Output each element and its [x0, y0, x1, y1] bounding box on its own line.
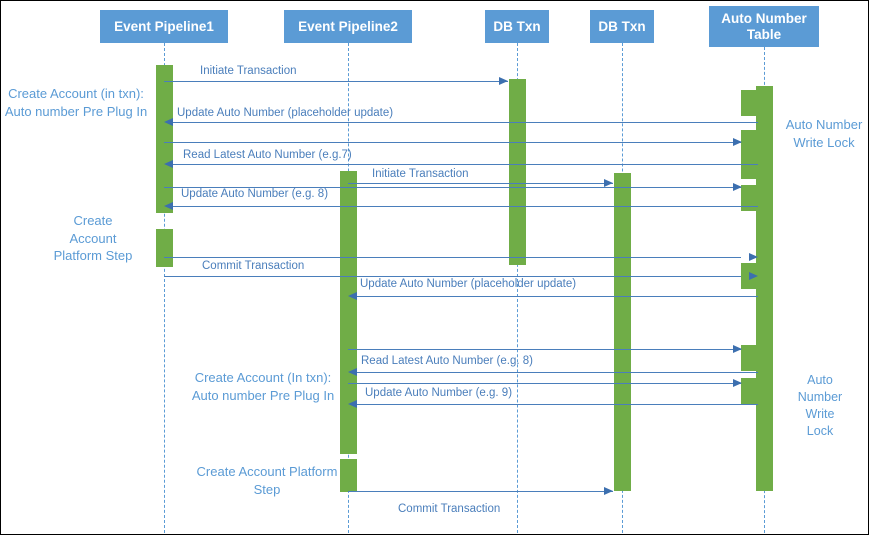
participant-auto-number-table[interactable]: Auto Number Table [709, 6, 819, 47]
message-arrowhead-m7 [164, 201, 173, 210]
activation-db-txn-1 [509, 79, 526, 265]
participant-event-pipeline2[interactable]: Event Pipeline2 [284, 10, 412, 43]
message-label-m9: Commit Transaction [202, 260, 305, 272]
message-label-m1: Initiate Transaction [200, 65, 297, 77]
activation-event-pipeline1-2 [156, 229, 173, 267]
activation-auto-number-table-recv-2 [741, 130, 758, 156]
activation-auto-number-table-recv-1 [741, 90, 758, 116]
activation-auto-number-table-recv-3 [741, 153, 758, 179]
message-line-m4[interactable] [171, 164, 758, 165]
participant-db-txn-1[interactable]: DB Txn [485, 10, 549, 43]
lifeline-db-txn-1 [517, 43, 518, 533]
activation-auto-number-table-main [756, 86, 773, 491]
message-arrowhead-m12 [348, 367, 357, 376]
message-label-m14: Update Auto Number (e.g. 9) [365, 387, 513, 399]
message-line-m7[interactable] [171, 206, 758, 207]
message-arrowhead-m13 [733, 378, 742, 387]
activation-event-pipeline2-1 [340, 171, 357, 454]
note-create-account-pre-plugin-1: Create Account (in txn): Auto number Pre… [4, 86, 148, 119]
participant-label: Event Pipeline1 [114, 18, 214, 34]
message-line-m8[interactable] [164, 257, 741, 258]
message-arrowhead-m14 [348, 399, 357, 408]
activation-auto-number-table-recv-7 [741, 378, 758, 404]
message-label-m5: Initiate Transaction [372, 168, 469, 180]
activation-event-pipeline2-2 [340, 459, 357, 492]
participant-db-txn-2[interactable]: DB Txn [590, 10, 654, 43]
message-line-m13[interactable] [348, 383, 741, 384]
message-line-m6[interactable] [164, 187, 741, 188]
activation-db-txn-2 [614, 173, 631, 491]
message-arrowhead-m2 [164, 117, 173, 126]
participant-event-pipeline1[interactable]: Event Pipeline1 [100, 10, 228, 43]
message-arrowhead-m8 [749, 252, 758, 261]
message-line-m11[interactable] [348, 349, 741, 350]
participant-label: Auto Number Table [721, 10, 807, 42]
message-label-m15: Commit Transaction [398, 503, 501, 515]
activation-auto-number-table-recv-6 [741, 345, 758, 371]
message-arrowhead-m10 [348, 291, 357, 300]
message-line-m12[interactable] [355, 372, 758, 373]
message-arrowhead-m1 [499, 76, 508, 85]
message-arrowhead-m4 [164, 159, 173, 168]
note-create-account-platform-step-1: Create Account Platform Step [53, 213, 133, 264]
message-arrowhead-m3 [733, 137, 742, 146]
message-arrowhead-m15 [604, 486, 613, 495]
note-auto-number-write-lock-2: Auto Number Write Lock [797, 373, 843, 438]
message-label-m10: Update Auto Number (placeholder update) [360, 278, 577, 290]
message-label-m2: Update Auto Number (placeholder update) [177, 107, 394, 119]
activation-auto-number-table-recv-4 [741, 185, 758, 211]
message-label-m12: Read Latest Auto Number (e.g. 8) [361, 355, 533, 367]
message-arrowhead-m9 [749, 271, 758, 280]
message-label-m7: Update Auto Number (e.g. 8) [181, 188, 329, 200]
message-label-m4: Read Latest Auto Number (e.g.7) [183, 149, 352, 161]
message-line-m2[interactable] [171, 122, 758, 123]
message-arrowhead-m6 [733, 182, 742, 191]
message-line-m10[interactable] [355, 296, 758, 297]
note-create-account-pre-plugin-2: Create Account (In txn): Auto number Pre… [191, 370, 335, 403]
message-line-m1[interactable] [164, 81, 508, 82]
lifeline-event-pipeline1 [164, 43, 165, 533]
note-auto-number-write-lock-1: Auto Number Write Lock [785, 117, 863, 150]
note-create-account-platform-step-2: Create Account Platform Step [196, 464, 338, 497]
message-line-m15[interactable] [348, 491, 613, 492]
participant-label: Event Pipeline2 [298, 18, 398, 34]
activation-event-pipeline1-1 [156, 65, 173, 213]
message-arrowhead-m5 [604, 178, 613, 187]
message-line-m14[interactable] [355, 404, 758, 405]
message-line-m9[interactable] [164, 276, 741, 277]
message-arrowhead-m11 [733, 344, 742, 353]
participant-label: DB Txn [493, 18, 541, 34]
participant-label: DB Txn [598, 18, 646, 34]
message-line-m5[interactable] [348, 183, 613, 184]
message-line-m3[interactable] [164, 142, 741, 143]
